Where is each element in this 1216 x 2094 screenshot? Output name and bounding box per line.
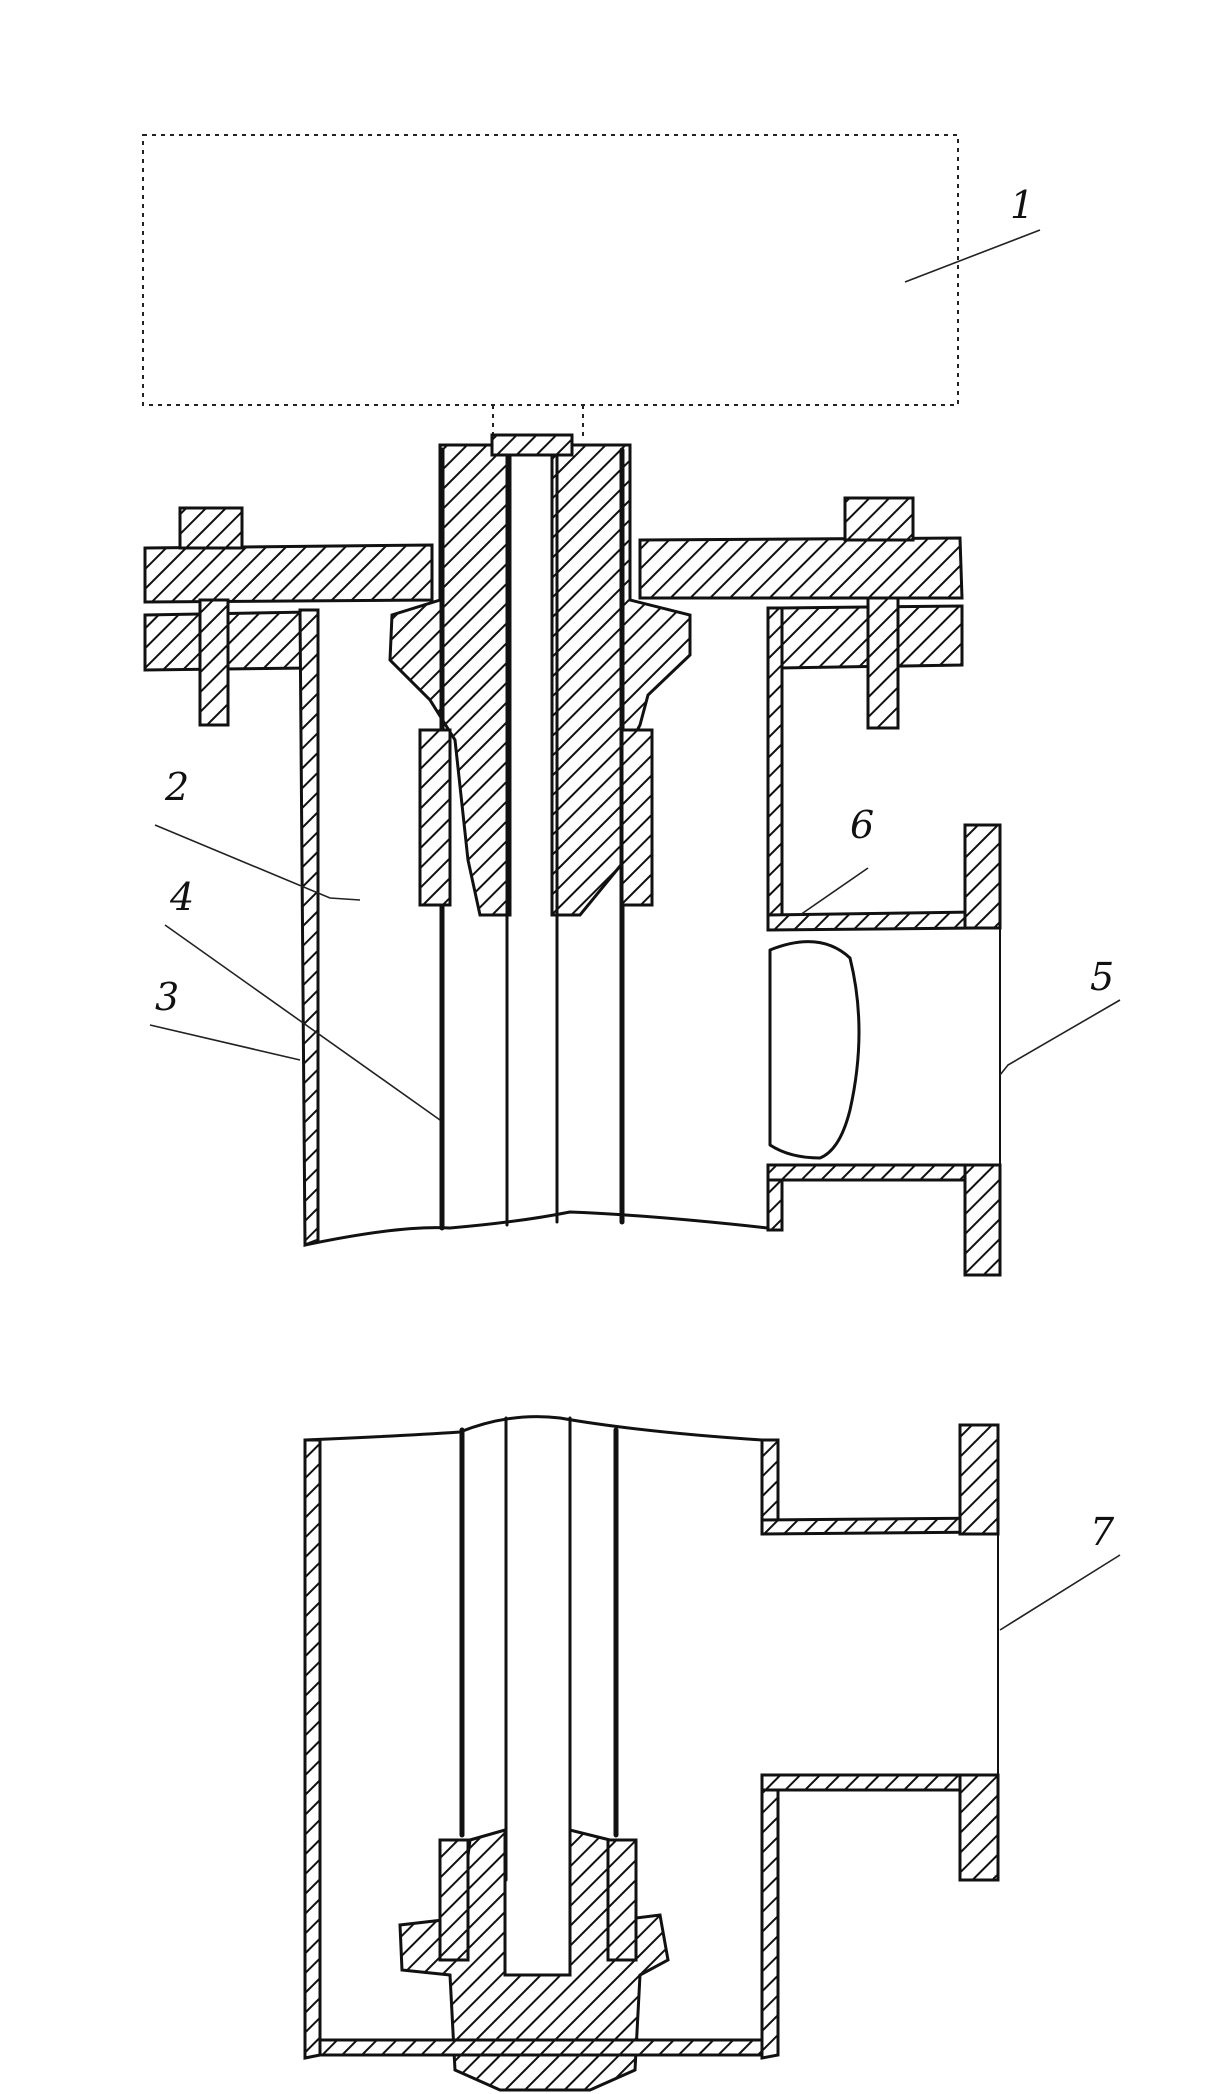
bolt-left-shank <box>198 598 230 727</box>
branch-7-flange-top <box>958 1423 1000 1536</box>
lower-housing-left <box>303 1438 322 2060</box>
housing-bottom-edge <box>303 1210 770 1247</box>
bolt-right-shank <box>866 596 900 730</box>
actuator-box <box>142 134 959 440</box>
housing-wall-left <box>298 608 320 1248</box>
bolt-right-head <box>843 496 915 542</box>
label-part-5: 5 <box>1090 955 1114 999</box>
label-part-2: 2 <box>164 765 189 809</box>
lower-gland-left <box>438 1838 470 1962</box>
housing-wall-right-upper <box>766 606 784 922</box>
branch-5-flange-top <box>963 823 1002 930</box>
label-part-3: 3 <box>155 975 179 1019</box>
label-part-4: 4 <box>169 875 194 919</box>
top-flange-upper <box>143 543 434 604</box>
branch-5-upper-wall <box>766 910 977 932</box>
branch-5-lower-wall <box>766 1163 977 1182</box>
lower-housing-right-lower <box>760 1788 780 2060</box>
label-part-1: 1 <box>1010 183 1034 227</box>
top-flange-upper-right <box>638 536 964 600</box>
lower-housing-right-upper <box>760 1438 780 1522</box>
branch-7-flange-bottom <box>958 1773 1000 1882</box>
branch-5-flange-bottom <box>963 1163 1002 1277</box>
stem-top-cap <box>490 433 574 457</box>
lower-top-edge <box>303 1415 764 1442</box>
check-disc-6 <box>768 940 861 1160</box>
gland-packing-left <box>418 728 452 907</box>
gland-packing-right <box>620 728 654 907</box>
upper-assembly <box>143 433 1002 1277</box>
lower-bottom-plate <box>318 2038 764 2057</box>
label-part-6: 6 <box>850 803 874 847</box>
lower-assembly <box>303 1415 1000 2092</box>
label-part-7: 7 <box>1090 1510 1115 1554</box>
leader-lines <box>149 229 1121 1631</box>
bolt-left-head <box>178 506 244 550</box>
valve-stem <box>388 443 692 917</box>
lower-gland-right <box>606 1838 638 1962</box>
